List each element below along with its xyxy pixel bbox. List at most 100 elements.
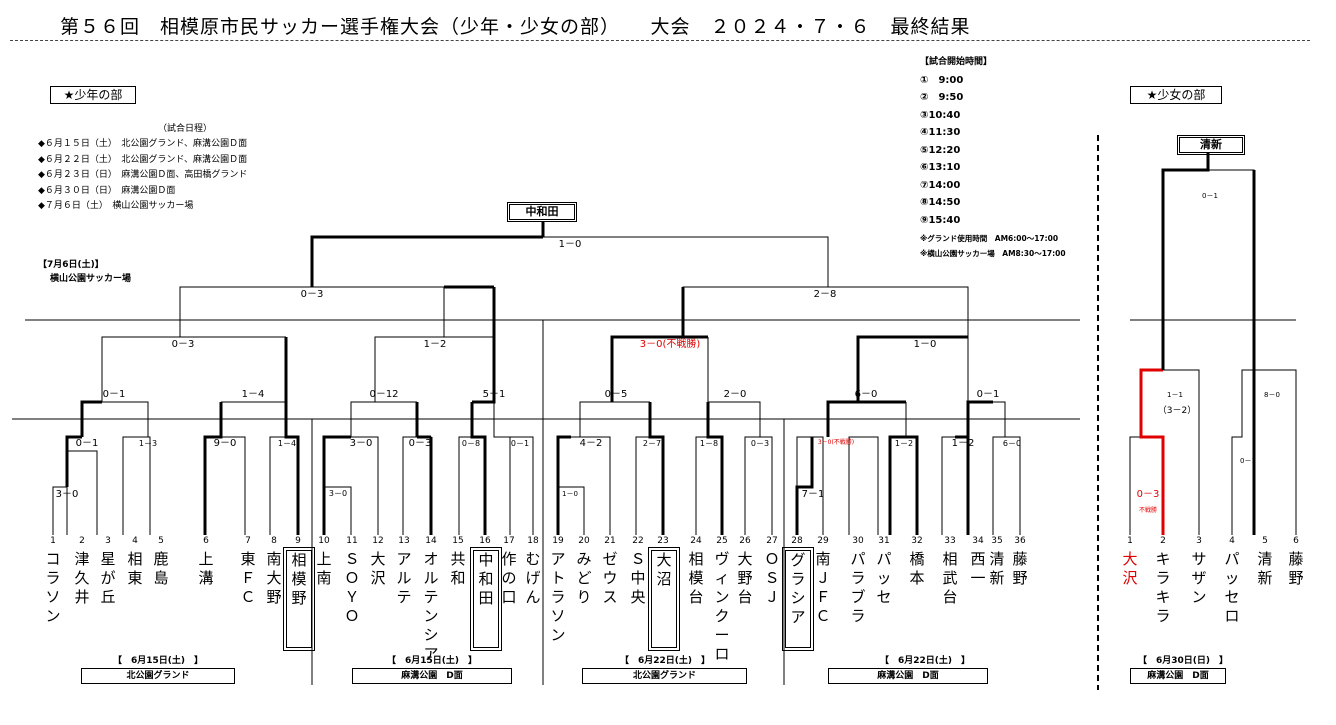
team-name: ゼウス — [602, 550, 618, 606]
start-times-note: ※グランド使用時間 AM6:00～17:00 — [920, 234, 1059, 243]
team-name: 相模野 — [283, 547, 315, 651]
team-number: 9 — [295, 536, 301, 546]
team-number: 33 — [944, 536, 956, 546]
team-number: 1 — [50, 536, 56, 546]
team-name: 相東 — [127, 550, 143, 587]
team-name: 清新 — [1257, 550, 1273, 587]
team-number: 12 — [372, 536, 384, 546]
start-time-item: ⑨15:40 — [920, 214, 961, 226]
team-name: 星が丘 — [100, 550, 116, 606]
team-name: 大沼 — [648, 547, 680, 651]
team-number: 13 — [398, 536, 410, 546]
team-name: 藤野 — [1012, 550, 1028, 587]
start-times-heading: 【試合開始時間】 — [920, 57, 993, 67]
girls-champion-box: 清新 — [1177, 135, 1245, 155]
venue-date: 【 6月15日(土) 】 — [112, 656, 203, 666]
score-r32: 2－7 — [643, 439, 661, 448]
schedule-block: （試合日程） ◆６月１５日（土） 北公園グランド、麻溝公園Ｄ面 ◆６月２２日（土… — [38, 121, 247, 215]
score-r16: 1－4 — [242, 389, 265, 400]
team-number: 8 — [271, 536, 277, 546]
score-r16: 0－1 — [977, 389, 1000, 400]
score-r16: 2－0 — [724, 389, 747, 400]
start-time-item: ⑥13:10 — [920, 162, 961, 173]
team-name: 西一 — [970, 550, 986, 587]
score-r32: 0－8 — [462, 439, 480, 448]
team-number: 6 — [203, 536, 209, 546]
schedule-line: ◆６月２３日（日） 麻溝公園Ｄ面、高田橋グランド — [38, 170, 248, 180]
team-name: むげん — [525, 550, 541, 606]
team-number: 11 — [346, 536, 358, 546]
score-qf: 1－0 — [914, 339, 937, 350]
venue-name: 北公園グランド — [582, 668, 747, 684]
score-qf: 3－0(不戦勝) — [640, 337, 701, 350]
girls-score-r1: 0－3 — [1137, 489, 1160, 500]
team-number: 31 — [878, 536, 890, 546]
schedule-heading: （試合日程） — [158, 124, 213, 134]
girls-score-pk: （3－2） — [1158, 405, 1196, 416]
score-r16: 5－1 — [483, 389, 506, 400]
score-r32: 3－0(不戦勝) — [818, 438, 854, 446]
venue-date: 【 6月22日(土) 】 — [619, 656, 710, 666]
final-day-venue: 横山公園サッカー場 — [50, 274, 132, 284]
team-number: 25 — [716, 536, 728, 546]
venue-name: 北公園グランド — [81, 668, 235, 684]
team-name: 橋本 — [909, 550, 925, 587]
team-number: 17 — [503, 536, 515, 546]
venue-date: 【 6月30日(日) 】 — [1137, 656, 1228, 666]
team-number: 27 — [766, 536, 778, 546]
team-number: 29 — [817, 536, 829, 546]
team-name: 上溝 — [198, 550, 214, 587]
team-name: 大沢 — [370, 550, 386, 587]
venue-name: 麻溝公園 D面 — [352, 668, 512, 684]
team-number: 30 — [852, 536, 864, 546]
team-number: 21 — [604, 536, 616, 546]
score-r32: 0－3 — [409, 438, 432, 449]
divider-lines — [12, 135, 1296, 690]
schedule-line: ◆６月３０日（日） 麻溝公園Ｄ面 — [38, 185, 176, 196]
score-r64: 3－0 — [329, 489, 347, 498]
team-number: 36 — [1014, 536, 1026, 546]
team-name: 南ＪＦＣ — [815, 550, 831, 625]
team-name: 津久井 — [74, 550, 90, 606]
boys-section-label: ★少年の部 — [50, 86, 136, 104]
team-name: パラブラ — [850, 550, 866, 625]
team-name: パッセロ — [1224, 550, 1240, 625]
team-number: 5 — [1262, 536, 1268, 546]
team-number: 6 — [1293, 536, 1299, 546]
team-name: サザン — [1191, 550, 1207, 606]
girls-score-semi: 1－1 — [1167, 391, 1183, 399]
team-name: グラシア — [782, 547, 814, 651]
start-times-block: 【試合開始時間】 ① 9:00 ② 9:50 ③10:40 ④11:30 ⑤12… — [920, 54, 1066, 261]
score-r32: 1－4 — [278, 439, 296, 448]
score-r64: 1－0 — [562, 490, 578, 498]
team-number: 18 — [527, 536, 539, 546]
score-r32: 1－3 — [139, 439, 157, 448]
team-name: キラキラ — [1155, 550, 1171, 625]
team-number: 3 — [105, 536, 111, 546]
team-name: 藤野 — [1288, 550, 1304, 587]
score-r32: 1－2 — [952, 438, 975, 449]
score-r16: 6－0 — [855, 389, 878, 400]
start-time-item: ③10:40 — [920, 109, 961, 121]
team-number: 7 — [245, 536, 251, 546]
team-number: 4 — [1229, 536, 1235, 546]
team-number: 23 — [657, 536, 669, 546]
team-name: 相模台 — [688, 550, 704, 606]
score-semi-right: 2－8 — [814, 289, 837, 300]
team-name: ＯＳＪ — [764, 550, 780, 606]
team-number: 4 — [132, 536, 138, 546]
team-number: 14 — [425, 536, 437, 546]
girls-section-label: ★少女の部 — [1130, 86, 1222, 104]
score-r32: 1－2 — [895, 439, 913, 448]
team-name: 大沢 — [1122, 550, 1138, 587]
team-name: 相武台 — [942, 550, 958, 606]
team-number: 10 — [318, 536, 330, 546]
team-name: アトラソン — [550, 550, 566, 644]
team-number: 35 — [991, 536, 1003, 546]
team-number: 24 — [690, 536, 702, 546]
team-number: 5 — [158, 536, 164, 546]
start-time-item: ① 9:00 — [920, 74, 964, 86]
score-r32: 0－1 — [76, 438, 99, 449]
team-name: コラソン — [45, 550, 61, 625]
team-name: 中和田 — [470, 547, 502, 651]
